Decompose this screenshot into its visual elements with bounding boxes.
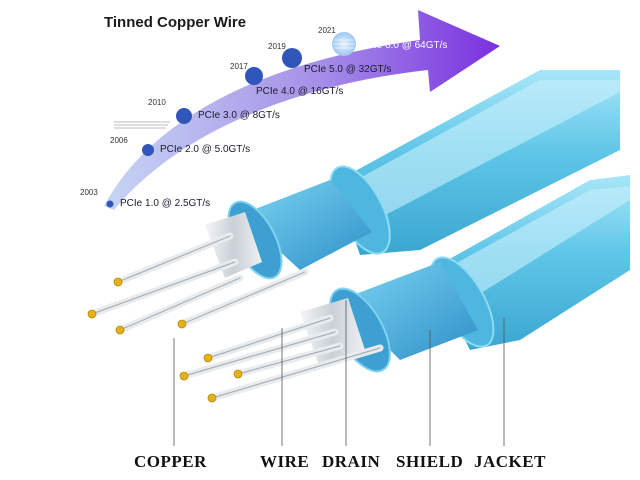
copper-tips-upper: [87, 277, 187, 335]
shield-lower: [340, 262, 478, 360]
gen-pcie1: PCIe 1.0 @ 2.5GT/s: [120, 198, 211, 209]
timeline-dot-2019: [282, 48, 302, 68]
gen-pcie3: PCIe 3.0 @ 8GT/s: [198, 110, 280, 121]
copper-tips-lower: [179, 353, 243, 403]
diagram-title: Tinned Copper Wire: [104, 14, 247, 31]
timeline-arrow: [104, 10, 500, 210]
year-2003: 2003: [80, 188, 98, 197]
year-2010: 2010: [148, 98, 166, 107]
timeline-dot-2010: [176, 108, 192, 124]
gen-pcie4: PCIe 4.0 @ 16GT/s: [256, 86, 344, 97]
label-wire: WIRE: [260, 452, 310, 471]
timeline-dot-2006: [142, 144, 154, 156]
cable-upper: [87, 70, 620, 335]
label-copper: COPPER: [134, 452, 207, 471]
year-2017: 2017: [230, 62, 248, 71]
fine-print: [114, 121, 170, 129]
gen-pcie6: PCIe 6.0 @ 64GT/s: [360, 40, 448, 51]
label-drain: DRAIN: [322, 452, 381, 471]
timeline-dot-2003: [106, 200, 114, 208]
leader-lines: [173, 300, 505, 446]
label-jacket: JACKET: [474, 452, 546, 471]
gen-pcie5: PCIe 5.0 @ 32GT/s: [304, 64, 392, 75]
shield-upper: [240, 180, 372, 270]
year-2021: 2021: [318, 26, 336, 35]
gen-pcie2: PCIe 2.0 @ 5.0GT/s: [160, 144, 251, 155]
timeline-dot-2017: [245, 67, 263, 85]
year-2006: 2006: [110, 136, 128, 145]
cable-lower: [179, 175, 630, 403]
label-shield: SHIELD: [396, 452, 464, 471]
year-2019: 2019: [268, 42, 286, 51]
